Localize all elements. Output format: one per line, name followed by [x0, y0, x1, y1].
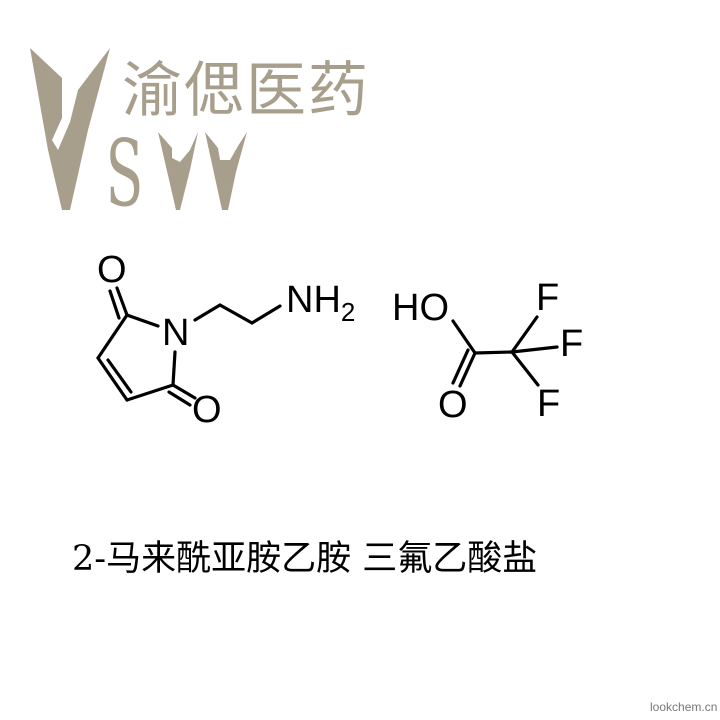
bond-co	[458, 351, 477, 388]
bond-double	[106, 358, 133, 394]
bond	[510, 345, 559, 354]
bond-co	[171, 383, 197, 400]
logo-v-small-2	[205, 132, 247, 210]
atom-o-bottom: O	[192, 389, 222, 431]
atom-f3: F	[537, 383, 560, 425]
logo-company-name: 渝偲医药	[122, 56, 370, 126]
watermark: lookchem.cn	[650, 700, 718, 714]
bond-co	[167, 390, 192, 407]
bond	[250, 304, 282, 325]
atom-n: N	[162, 312, 189, 354]
atom-f1: F	[536, 277, 559, 319]
atom-ho: HO	[392, 287, 449, 329]
bond	[96, 356, 129, 402]
bond-co	[115, 286, 129, 317]
logo-v-small-1	[158, 132, 198, 210]
nh-text: NH	[286, 279, 341, 321]
bond	[193, 303, 222, 322]
bond	[218, 303, 254, 325]
bond	[171, 350, 177, 387]
bond-co	[451, 348, 470, 385]
atom-nh2: NH2	[286, 279, 355, 327]
bond	[451, 319, 477, 355]
bond	[473, 350, 514, 355]
atom-f2: F	[560, 323, 583, 365]
logo-big-v	[30, 48, 110, 210]
atom-o-acid: O	[438, 384, 468, 426]
bond	[96, 313, 129, 360]
bond	[125, 383, 175, 402]
bond	[510, 315, 539, 354]
bond	[125, 313, 160, 328]
bond-co	[108, 289, 121, 320]
bond	[510, 350, 540, 387]
logo-s: S	[106, 120, 144, 227]
compound-name-caption: 2-马来酰亚胺乙胺 三氟乙酸盐	[72, 539, 538, 579]
atom-o-top: O	[97, 249, 127, 291]
subscript-2: 2	[341, 297, 355, 327]
